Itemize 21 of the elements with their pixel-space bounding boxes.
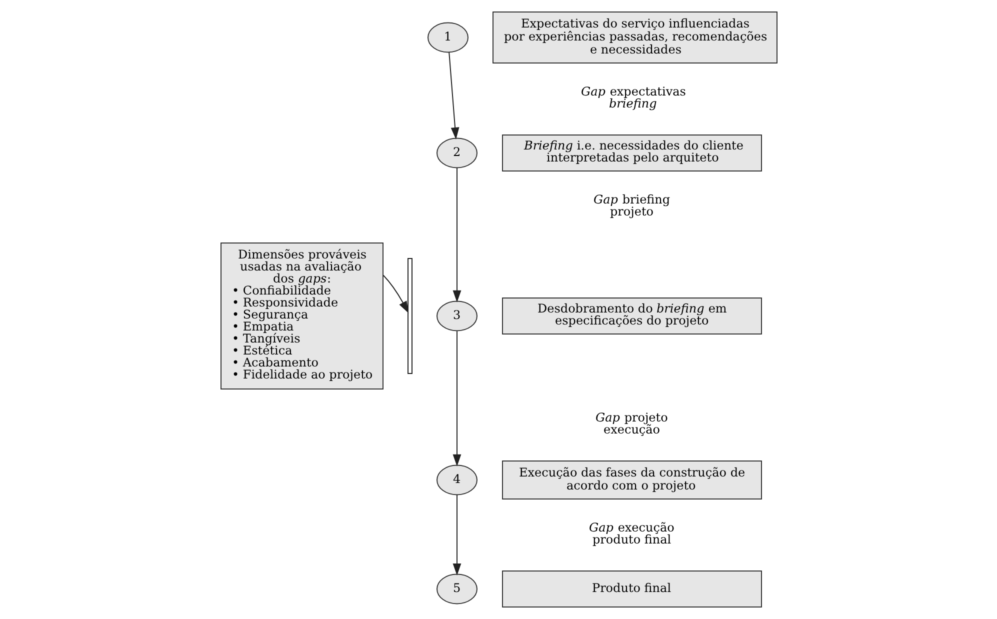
arrow xyxy=(452,330,461,466)
node-ellipse: 5 xyxy=(436,574,477,604)
node-box: Execução das fases da construção de acordo com o projeto xyxy=(502,460,762,500)
label: Gap projeto execução xyxy=(595,410,668,437)
arrow xyxy=(452,168,461,302)
label: Gap briefing projeto xyxy=(593,192,670,219)
node-ellipse: 3 xyxy=(436,300,477,332)
node-ellipse: 1 xyxy=(427,22,468,53)
arrow xyxy=(448,52,459,140)
node-box: Desdobramento do briefing em especificações do projeto xyxy=(502,298,762,334)
node-box: Expectativas do serviço influenciadas por experiências passadas, recomendações e necessidades xyxy=(492,12,777,64)
arrow xyxy=(382,274,408,314)
node-ellipse: 4 xyxy=(436,464,477,496)
node-ellipse: 2 xyxy=(436,138,477,168)
node-box: Produto final xyxy=(502,570,762,608)
node-box: Briefing i.e. necessidades do cliente interpretadas pelo arquiteto xyxy=(502,134,762,172)
node-bracket xyxy=(407,258,412,374)
node-box: Dimensões prováveis usadas na avaliação dos gaps: • Confiabilidade • Responsividade • Segurança • Empatia • Tangíveis • Estética • Acabamento • Fidelidade ao projeto xyxy=(220,242,383,390)
arrow xyxy=(452,494,461,576)
label: Gap expectativas briefing xyxy=(580,84,686,111)
label: Gap execução produto final xyxy=(588,520,674,547)
